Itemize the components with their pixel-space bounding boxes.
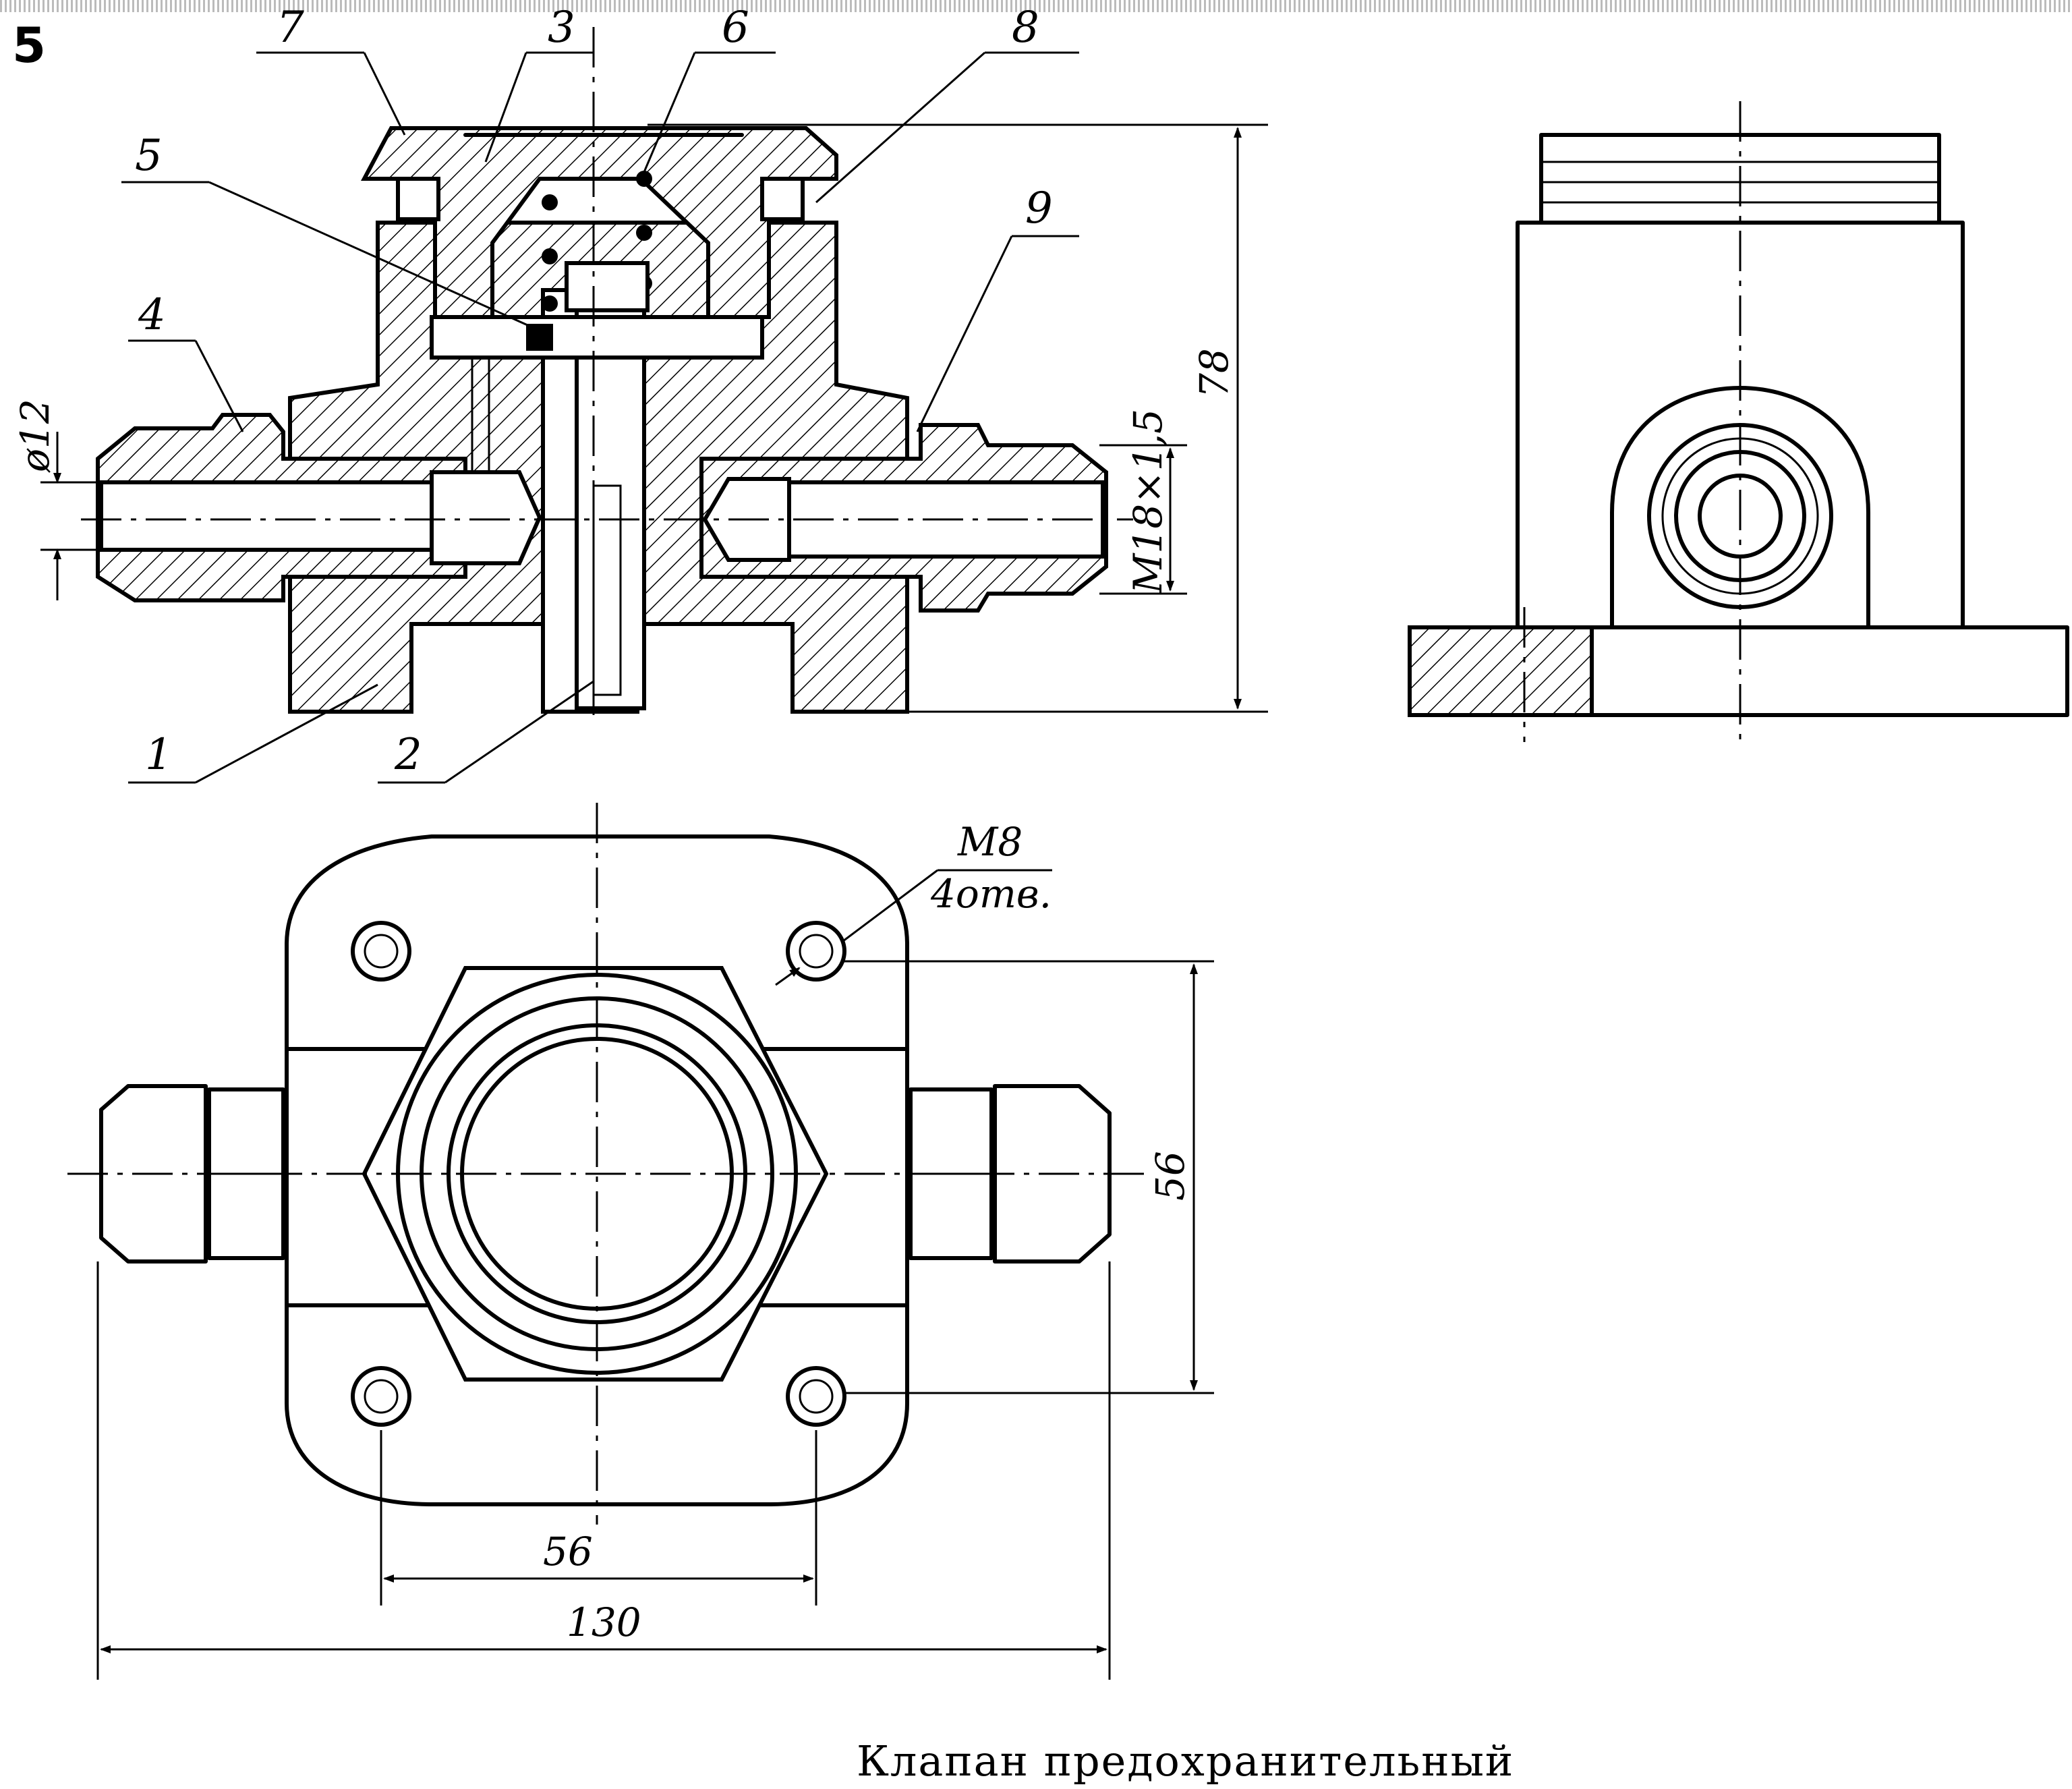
label-1: 1	[145, 730, 173, 780]
left-bore	[99, 480, 464, 552]
dim-hole-count: 4отв.	[930, 871, 1052, 917]
dim-thread: M18×1,5	[1125, 409, 1171, 594]
seal-part-7	[396, 177, 440, 221]
label-2: 2	[394, 730, 422, 780]
front-section-view: 7 3 6 8 5 9 4 1 2 78 M18×1	[12, 3, 1268, 784]
side-view	[1408, 101, 2069, 749]
front-dimensions: 78 M18×1,5 ø12	[12, 123, 1268, 713]
scan-edge	[0, 0, 2072, 12]
stem-head	[565, 261, 650, 312]
label-7: 7	[277, 3, 304, 53]
top-dimensions: 56 56 130	[96, 960, 1214, 1680]
part-labels: 7 3 6 8 5 9 4 1 2	[121, 3, 1079, 784]
label-4: 4	[138, 290, 166, 340]
seal-part-8	[760, 177, 805, 221]
hole-callout: M8 4отв.	[775, 819, 1052, 986]
label-5: 5	[135, 131, 163, 181]
dim-horizontal-56: 56	[543, 1529, 593, 1574]
seal-part-5	[526, 324, 553, 351]
label-3: 3	[548, 3, 575, 53]
top-left-fitting	[99, 1084, 285, 1263]
dim-hole-thread: M8	[957, 819, 1023, 865]
mounting-holes	[351, 921, 846, 1427]
label-9: 9	[1025, 183, 1053, 233]
top-view: M8 4отв. 56 56 130	[67, 803, 1214, 1680]
label-6: 6	[722, 3, 749, 53]
drawing-caption: Клапан предохранительный	[857, 1736, 1514, 1786]
disc-plate	[430, 315, 764, 360]
side-base	[1590, 625, 2069, 717]
flange-outline	[285, 834, 909, 1506]
label-8: 8	[1012, 3, 1039, 53]
side-base-section	[1408, 625, 1594, 717]
stem-lower	[592, 484, 622, 696]
left-port	[430, 470, 542, 565]
dim-vertical-56: 56	[1147, 1151, 1193, 1201]
figure-number: 5	[12, 17, 46, 74]
dim-overall-130: 130	[567, 1599, 641, 1645]
dim-pipe-diameter: ø12	[12, 399, 58, 473]
dim-height: 78	[1191, 348, 1237, 398]
